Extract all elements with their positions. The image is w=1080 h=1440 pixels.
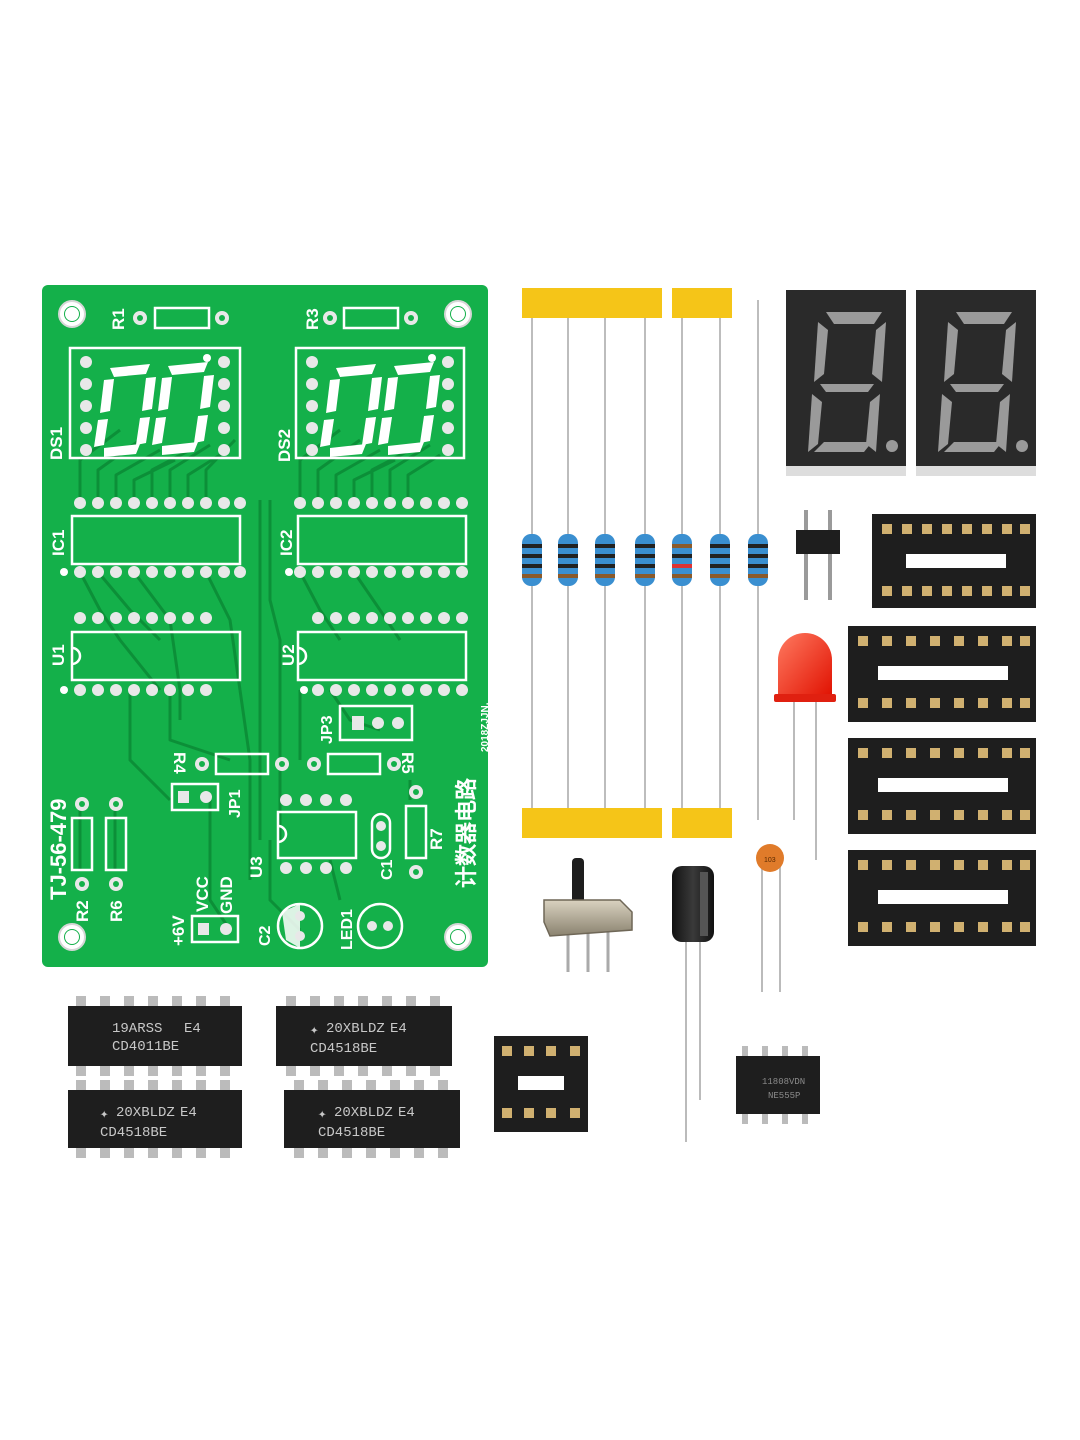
seven-segment-display-2 — [916, 290, 1036, 476]
ic2-footprint — [285, 497, 468, 578]
ne555-marking-line2: NE555P — [768, 1091, 800, 1101]
chip1-suffix: E4 — [184, 1021, 201, 1037]
label-vcc: VCC — [193, 876, 212, 912]
u3-footprint — [276, 794, 358, 874]
label-jp3: JP3 — [319, 715, 336, 744]
r5-footprint — [307, 752, 401, 776]
chip3-ti-logo-icon: ✦ — [100, 1107, 109, 1123]
label-led1: LED1 — [339, 909, 356, 950]
power-header-footprint — [190, 914, 240, 944]
label-ds2: DS2 — [275, 429, 294, 462]
label-gnd: GND — [217, 876, 236, 914]
chip4-suffix: E4 — [398, 1105, 415, 1121]
label-r1: R1 — [109, 308, 128, 330]
r4-footprint — [195, 752, 289, 776]
led1-footprint — [356, 902, 404, 950]
label-c2: C2 — [257, 925, 274, 946]
ic-chip-1: 19ARSS E4 CD4011BE — [68, 996, 242, 1076]
chip1-line2: CD4011BE — [112, 1039, 179, 1055]
label-r3: R3 — [303, 308, 322, 330]
pin-header-2pin — [796, 510, 840, 600]
label-r2: R2 — [73, 900, 92, 922]
ic-socket-16pin-4 — [848, 850, 1036, 946]
resistor-tape-strip — [522, 288, 768, 838]
chip3-suffix: E4 — [180, 1105, 197, 1121]
label-r7: R7 — [427, 828, 446, 850]
ds1-footprint — [68, 346, 242, 460]
ic-chip-3: ✦ 20XBLDZ E4 CD4518BE — [68, 1080, 242, 1158]
chip2-suffix: E4 — [390, 1021, 407, 1037]
label-r4: R4 — [170, 752, 189, 774]
jp3-footprint — [338, 704, 414, 742]
ic-socket-16pin-2 — [848, 626, 1036, 722]
r1-footprint — [133, 306, 229, 330]
ic1-footprint — [60, 497, 246, 578]
ds2-footprint — [294, 346, 466, 460]
chip4-line2: CD4518BE — [318, 1125, 385, 1141]
chip2-line2: CD4518BE — [310, 1041, 377, 1057]
slide-switch — [543, 858, 633, 972]
pcb-title-cn: 计数器电路 — [454, 777, 479, 888]
label-jp1: JP1 — [227, 789, 244, 818]
ic-chip-2: ✦ 20XBLDZ E4 CD4518BE — [276, 996, 452, 1076]
r2-footprint — [70, 797, 94, 891]
ic-socket-16pin-1 — [872, 514, 1036, 608]
ic-socket-16pin-3 — [848, 738, 1036, 834]
u1-footprint — [60, 612, 242, 696]
c2-footprint — [276, 902, 324, 950]
c1-footprint — [370, 812, 392, 860]
seven-segment-display-1 — [786, 290, 906, 476]
label-c1: C1 — [379, 859, 396, 880]
pcb-model-label: TJ-56-479 — [46, 798, 71, 900]
ceramic-cap-marking: 103 — [764, 857, 776, 864]
electrolytic-capacitor — [672, 866, 714, 1142]
pcb-date-mark: 2018ZJJN. — [480, 702, 491, 752]
ic-chip-4: ✦ 20XBLDZ E4 CD4518BE — [284, 1080, 460, 1158]
label-ds1: DS1 — [47, 427, 66, 460]
chip3-line1: 20XBLDZ — [116, 1105, 175, 1121]
r7-footprint — [404, 785, 428, 879]
r6-footprint — [104, 797, 128, 891]
label-r6: R6 — [107, 900, 126, 922]
r3-footprint — [323, 306, 418, 330]
chip3-line2: CD4518BE — [100, 1125, 167, 1141]
label-ic1: IC1 — [49, 530, 68, 556]
label-r5: R5 — [398, 752, 417, 774]
ceramic-capacitor: 103 — [756, 844, 784, 992]
chip4-ti-logo-icon: ✦ — [318, 1107, 327, 1123]
chip2-line1: 20XBLDZ — [326, 1021, 385, 1037]
label-ic2: IC2 — [277, 530, 296, 556]
label-u3: U3 — [247, 856, 266, 878]
u2-footprint — [296, 612, 468, 696]
chip2-ti-logo-icon: ✦ — [310, 1023, 319, 1039]
ne555-marking-line1: 11808VDN — [762, 1077, 805, 1087]
ic-ne555: 11808VDN NE555P — [736, 1046, 820, 1124]
label-u1: U1 — [49, 644, 68, 666]
chip1-line1: 19ARSS — [112, 1021, 162, 1037]
label-plus6v: +6V — [169, 915, 188, 946]
label-u2: U2 — [279, 644, 298, 666]
red-led — [774, 633, 836, 860]
jp1-footprint — [170, 782, 220, 812]
resistor-bodies — [522, 534, 768, 586]
chip4-line1: 20XBLDZ — [334, 1105, 393, 1121]
pcb-board: R1 R3 — [42, 285, 491, 967]
ic-socket-8pin — [494, 1036, 588, 1132]
